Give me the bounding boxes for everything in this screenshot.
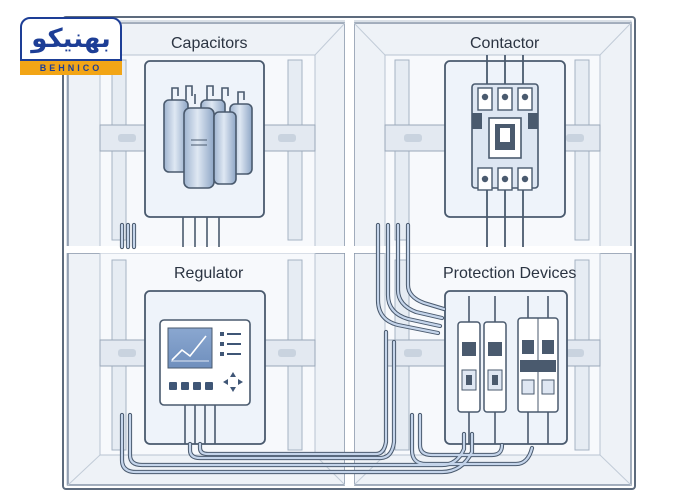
din-rail-slots xyxy=(118,134,584,357)
capacitor-bank xyxy=(163,85,253,189)
capacitors-label: Capacitors xyxy=(171,35,248,52)
breaker-2 xyxy=(483,321,507,413)
logo-subtext: BEHNICO xyxy=(20,61,122,75)
contactor-label: Contactor xyxy=(470,35,540,52)
cable-harness xyxy=(119,222,535,475)
panel-dividers xyxy=(65,20,633,486)
regulator-device xyxy=(144,290,266,445)
protection-devices-label: Protection Devices xyxy=(443,265,577,282)
breaker-1 xyxy=(457,321,481,413)
regulator-buttons xyxy=(169,372,243,392)
contactor-device xyxy=(444,55,566,247)
breaker-3 xyxy=(517,317,559,413)
behnico-logo: بهنیکو BEHNICO xyxy=(20,17,122,75)
capacitors-device xyxy=(144,60,265,247)
logo-text: بهنیکو xyxy=(20,17,122,61)
capacitor-wires xyxy=(182,217,220,247)
regulator-label: Regulator xyxy=(174,265,244,282)
protection-devices xyxy=(444,290,568,445)
regulator-screen xyxy=(167,327,241,369)
